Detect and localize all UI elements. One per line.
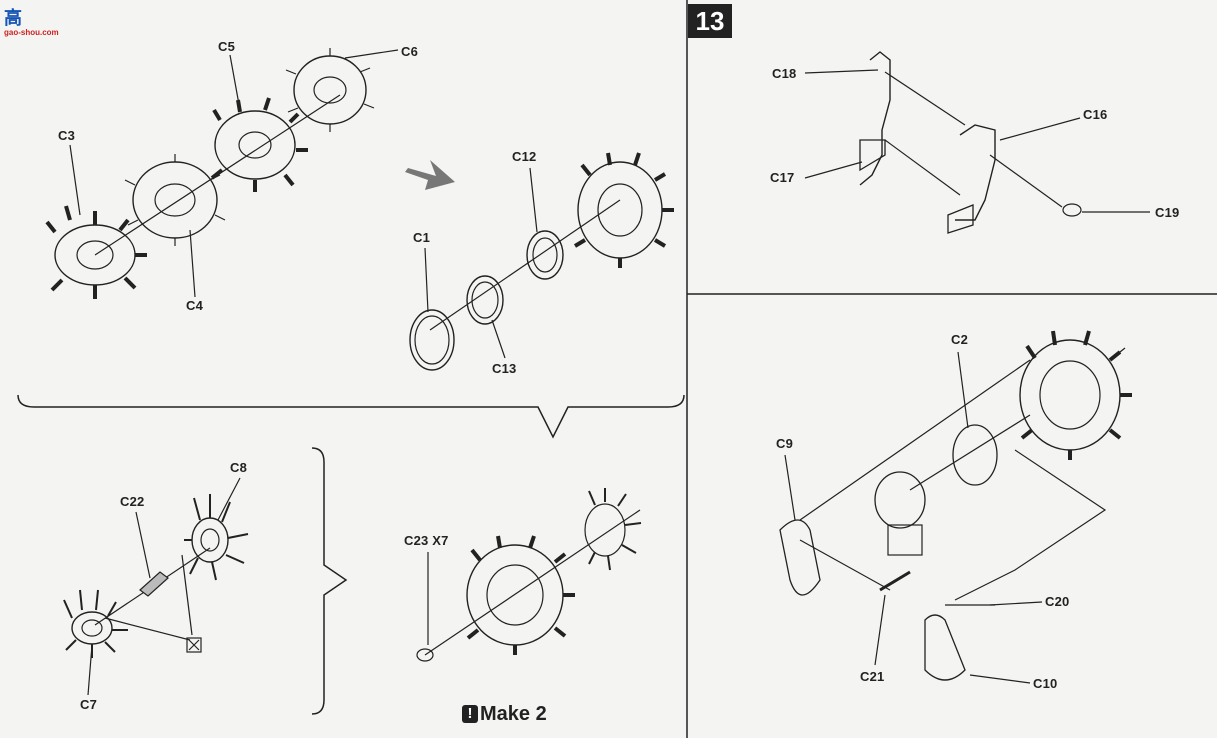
make-quantity-text: Make 2 (480, 703, 547, 725)
part-c5 (210, 97, 308, 192)
part-c12 (526, 230, 564, 280)
part-c6 (285, 48, 375, 132)
label-c13: C13 (492, 361, 517, 376)
part-c22 (139, 571, 169, 597)
curly-brace (311, 447, 348, 715)
label-c23: C23 X7 (404, 533, 449, 548)
part-c4 (124, 154, 226, 246)
step-number: 13 (688, 4, 732, 38)
engine-front-assembly (573, 152, 674, 268)
subassembly-bracket (17, 394, 685, 439)
accessory-housing (874, 471, 926, 556)
label-c18: C18 (772, 66, 797, 81)
label-c8: C8 (230, 460, 248, 475)
label-c3: C3 (58, 128, 76, 143)
label-c19: C19 (1155, 205, 1180, 220)
part-c9 (779, 519, 821, 596)
cut-mark-icon (186, 637, 202, 653)
ignition-harness (584, 488, 642, 571)
watermark-logo: 高 gao-shou.com (2, 2, 68, 40)
part-c20-c10 (924, 604, 995, 681)
label-c22: C22 (120, 494, 145, 509)
label-c20: C20 (1045, 594, 1070, 609)
label-c1: C1 (413, 230, 431, 245)
label-c16: C16 (1083, 107, 1108, 122)
direction-arrow (405, 160, 455, 190)
part-c19 (1062, 203, 1082, 217)
part-c8 (184, 494, 249, 581)
watermark-url: gao-shou.com (4, 28, 59, 37)
part-c3 (45, 205, 147, 299)
label-c21: C21 (860, 669, 885, 684)
part-c2 (952, 424, 998, 486)
label-c2: C2 (951, 332, 969, 347)
engine-full-assembly (466, 535, 575, 655)
label-c17: C17 (770, 170, 795, 185)
label-c9: C9 (776, 436, 794, 451)
watermark-text: 高 (4, 8, 22, 28)
part-c13 (466, 275, 504, 325)
label-c6: C6 (401, 44, 419, 59)
part-c23 (416, 648, 434, 662)
make-quantity-note: !Make 2 (462, 703, 547, 726)
warning-icon: ! (462, 705, 478, 723)
label-c5: C5 (218, 39, 236, 54)
part-c16 (947, 124, 996, 234)
part-c18-c17 (859, 51, 891, 186)
label-c10: C10 (1033, 676, 1058, 691)
label-c12: C12 (512, 149, 537, 164)
label-c7: C7 (80, 697, 98, 712)
part-c1 (409, 309, 455, 371)
label-c4: C4 (186, 298, 204, 313)
engine-rear-assembly (1019, 330, 1132, 460)
